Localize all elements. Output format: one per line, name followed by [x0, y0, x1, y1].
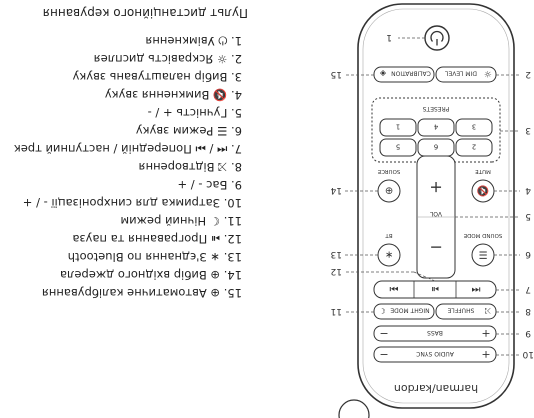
preset-5: 5	[396, 143, 400, 151]
legend-item: 14. ⊕ Вибір вхідного джерела	[59, 268, 242, 282]
callout-number: 9	[525, 328, 531, 338]
audio-sync-label: AUDIO SYNC	[416, 350, 454, 357]
callout-number: 10	[522, 349, 534, 359]
bass-bar	[373, 325, 497, 342]
sound-mode-icon: ☰	[478, 249, 487, 260]
preset-button[interactable]	[455, 118, 493, 137]
brightness-icon: ☼	[484, 68, 492, 78]
brand-logo: harman/kardon	[394, 382, 478, 395]
legend-item: 10. Затримка для синхронізації - / +	[22, 196, 242, 210]
bt-label: BT	[385, 232, 393, 238]
power-icon	[430, 30, 444, 46]
callout-number: 4	[525, 185, 531, 195]
bass-plus[interactable]: +	[481, 327, 490, 340]
legend-item: 4. 🔇 Вимкнення звуку	[104, 88, 242, 102]
previous-track-icon[interactable]: ⏮	[472, 283, 481, 294]
callout-number: 5	[525, 211, 531, 221]
power-button[interactable]	[424, 25, 450, 51]
preset-button[interactable]	[455, 138, 493, 157]
preset-6: 6	[433, 143, 438, 151]
volume-down-icon[interactable]: −	[429, 238, 442, 257]
play-pause-icon[interactable]: ⏯	[431, 283, 439, 294]
source-label: SOURCE	[377, 168, 400, 174]
next-track-icon[interactable]: ⏭	[390, 283, 399, 294]
legend-item: 8. ⤨ Відтворення	[138, 160, 242, 174]
legend-item: 13. ∗ З'єднання по Bluetooth	[67, 250, 242, 264]
bass-minus[interactable]: −	[379, 327, 388, 340]
callout-number: 8	[525, 306, 531, 316]
preset-button[interactable]	[379, 118, 417, 137]
preset-2: 2	[472, 143, 476, 151]
mute-icon: 🔇	[477, 185, 489, 198]
calibration-button[interactable]	[373, 66, 435, 83]
shuffle-label: SHUFFLE	[447, 307, 474, 314]
mute-label: MUTE	[475, 168, 491, 174]
preset-3: 3	[472, 123, 476, 131]
volume-label: VOL	[429, 210, 442, 217]
preset-grid	[379, 118, 493, 157]
audio-sync-bar	[373, 346, 497, 363]
shuffle-button[interactable]	[435, 303, 497, 320]
legend-item: 6. ☰ Режим звуку	[135, 124, 242, 138]
legend-item: 12. ⏯ Програвання та пауза	[72, 232, 242, 246]
bass-label: BASS	[427, 329, 443, 336]
callout-number: 6	[525, 249, 531, 259]
callout-lines	[344, 37, 520, 356]
source-icon: ⊕	[385, 185, 393, 196]
callout-number: 11	[331, 306, 342, 316]
legend-item: 15. ⊕ Автоматичне калібрування	[41, 286, 242, 300]
shuffle-icon: ⤨	[484, 306, 491, 315]
legend-item: 1. ⏻ Увімкнення	[145, 34, 242, 48]
dim-level-label: DIM LEVEL	[444, 70, 477, 77]
night-mode-label: NIGHT MODE	[390, 307, 430, 314]
remote-inner-outline	[362, 8, 510, 404]
preset-button[interactable]	[417, 118, 455, 137]
volume-up-icon[interactable]: +	[429, 178, 442, 197]
callout-number: 2	[525, 69, 531, 79]
callout-number: 12	[331, 266, 342, 276]
callout-number: 15	[331, 69, 342, 79]
preset-1: 1	[396, 123, 400, 131]
legend-item: 9. Бас - / +	[177, 178, 242, 192]
legend-item: 2. ☼ Яскравість дисплея	[93, 52, 242, 66]
calibration-label: CALIBRATION	[391, 70, 431, 77]
legend-item: 11. ☾ Нічний режим	[120, 214, 242, 228]
callout-number: 13	[331, 249, 342, 259]
sound-mode-label: SOUND MODE	[463, 232, 502, 238]
preset-4: 4	[433, 123, 438, 131]
callout-number: 7	[525, 284, 531, 294]
night-mode-button[interactable]	[373, 303, 435, 320]
callout-number: 1	[386, 32, 392, 42]
legend-item: 7. ⏮ / ⏭ Попередній / наступний трек	[13, 142, 242, 156]
legend-item: 5. Гучність + / -	[147, 106, 242, 120]
audio-sync-minus[interactable]: −	[379, 348, 388, 361]
callout-number: 14	[330, 185, 342, 195]
moon-icon: ☾	[378, 306, 385, 315]
corner-badge	[338, 399, 370, 418]
calibration-icon: ◈	[379, 69, 386, 78]
presets-label: PRESETS	[422, 105, 449, 112]
callout-numbers: 1 2 3 4 5 6 7 8 9 10 11 12 13 14 15	[330, 32, 534, 359]
preset-button[interactable]	[379, 138, 417, 157]
dim-level-button[interactable]	[435, 66, 497, 83]
audio-sync-plus[interactable]: +	[481, 348, 490, 361]
legend-item: 3. Вибір налаштувань звуку	[72, 70, 242, 84]
callout-number: 3	[525, 125, 531, 135]
bluetooth-icon: ∗	[385, 249, 393, 260]
